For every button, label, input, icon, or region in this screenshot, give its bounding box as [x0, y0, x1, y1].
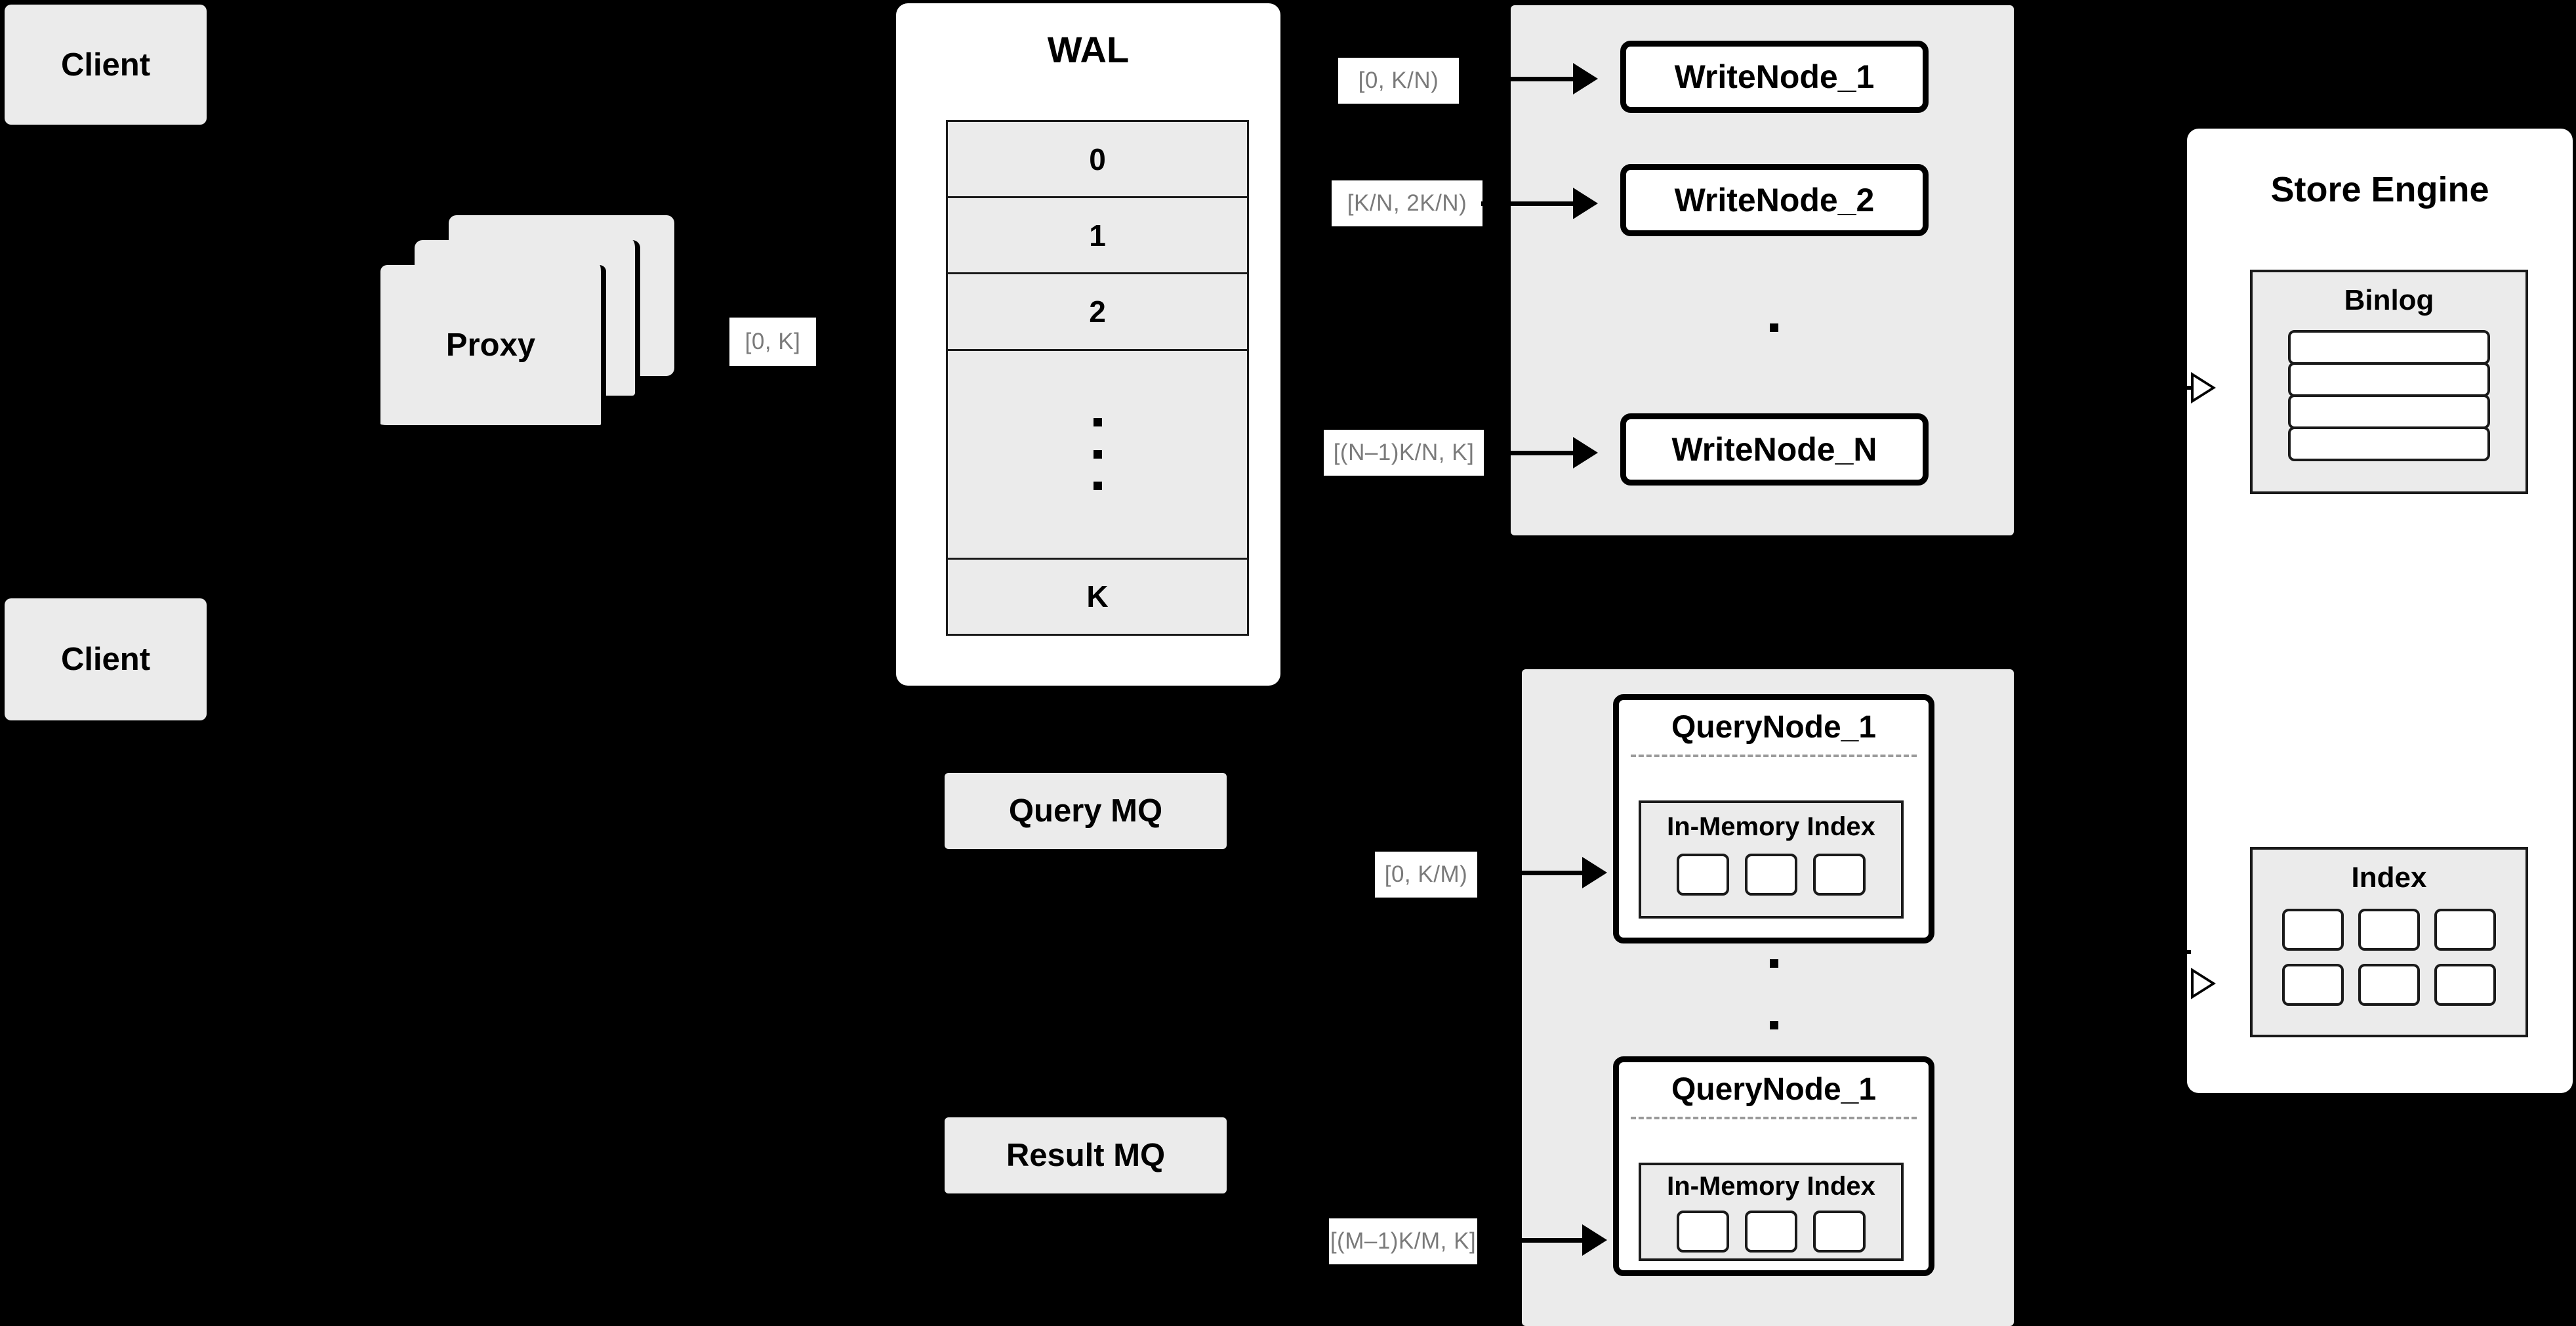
binlog-entry: [2288, 426, 2490, 461]
wal-row-value: 0: [1089, 142, 1106, 176]
range-label-write-node-2-text: [K/N, 2K/N): [1347, 190, 1467, 216]
arrow-head-write-node-1: [1573, 63, 1598, 94]
in-memory-index-title-2: In-Memory Index: [1667, 1172, 1875, 1201]
wal-row: K: [948, 560, 1247, 634]
binlog-entry: [2288, 362, 2490, 397]
wal-row: 1: [948, 198, 1247, 275]
query-mq-label: Query MQ: [1008, 793, 1163, 829]
range-label-write-node-n: [(N–1)K/N, K]: [1324, 430, 1484, 476]
index-slot: [1677, 1211, 1729, 1253]
range-label-query-node-m-text: [(M–1)K/M, K]: [1330, 1228, 1477, 1254]
range-label-write-node-n-text: [(N–1)K/N, K]: [1333, 440, 1475, 465]
arrow-head-query-node-1: [1582, 857, 1607, 888]
arrow-head-query-node-m: [1582, 1224, 1607, 1256]
write-node-label-2: WriteNode_2: [1674, 182, 1875, 218]
range-label-write-node-1: [0, K/N): [1338, 58, 1459, 104]
range-label-write-node-1-text: [0, K/N): [1358, 68, 1439, 93]
index-slot: [1677, 854, 1729, 896]
arrow-line-write-node-n: [1484, 451, 1573, 455]
proxy-box[interactable]: Proxy: [380, 265, 606, 430]
binlog-box: Binlog: [2250, 270, 2528, 494]
wal-row-value: 2: [1089, 295, 1106, 329]
wal-row-value: K: [1086, 579, 1109, 614]
wal-row: 0: [948, 122, 1247, 199]
write-node-label-1: WriteNode_1: [1674, 58, 1875, 95]
arrow-line-to-index: [2158, 950, 2191, 954]
write-node-card-n[interactable]: WriteNode_N: [1620, 413, 1929, 486]
in-memory-index-box-1: In-Memory Index: [1639, 800, 1904, 919]
query-node-label-2: QueryNode_1: [1671, 1072, 1877, 1107]
arrow-head-to-index: [2191, 968, 2216, 999]
wal-table: 0 1 2 K: [946, 120, 1249, 636]
arrow-head-write-node-n: [1573, 437, 1598, 468]
wal-title: WAL: [1047, 29, 1130, 70]
arrow-line-write-node-1: [1462, 77, 1573, 81]
arrow-head-write-node-2: [1573, 188, 1598, 219]
vertical-ellipsis-icon: [1093, 418, 1102, 491]
write-node-card-1[interactable]: WriteNode_1: [1620, 41, 1929, 113]
client-box-2[interactable]: Client: [5, 598, 207, 720]
range-label-write-node-2: [K/N, 2K/N): [1332, 180, 1482, 226]
result-mq-label: Result MQ: [1006, 1138, 1166, 1173]
query-node-label-1: QueryNode_1: [1671, 710, 1877, 745]
index-slot: [1745, 854, 1797, 896]
index-slot: [1745, 1211, 1797, 1253]
proxy-label: Proxy: [445, 327, 536, 363]
binlog-entry: [2288, 394, 2490, 429]
query-node-divider-2: [1631, 1117, 1917, 1119]
index-slot: [2434, 964, 2496, 1006]
index-slot: [2358, 964, 2420, 1006]
index-slot: [1813, 1211, 1866, 1253]
write-node-card-2[interactable]: WriteNode_2: [1620, 164, 1929, 236]
wal-panel: WAL 0 1 2 K: [896, 3, 1280, 686]
arrow-line-query-node-m: [1517, 1238, 1582, 1243]
index-title: Index: [2351, 861, 2427, 894]
query-mq-box[interactable]: Query MQ: [945, 773, 1227, 849]
client-label-2: Client: [60, 642, 151, 677]
client-label-1: Client: [60, 47, 151, 83]
range-label-proxy-to-wal: [0, K]: [729, 318, 816, 366]
client-box-1[interactable]: Client: [5, 5, 207, 125]
index-slot: [2282, 909, 2344, 951]
wal-row: 2: [948, 274, 1247, 351]
range-label-query-node-m: [(M–1)K/M, K]: [1329, 1218, 1477, 1264]
index-slot: [2434, 909, 2496, 951]
binlog-entry: [2288, 330, 2490, 365]
index-slot: [2358, 909, 2420, 951]
binlog-title: Binlog: [2344, 284, 2434, 316]
in-memory-index-title-1: In-Memory Index: [1667, 812, 1875, 841]
write-node-label-n: WriteNode_N: [1671, 431, 1877, 468]
index-slot: [1813, 854, 1866, 896]
index-box: Index: [2250, 847, 2528, 1037]
query-node-card-2[interactable]: QueryNode_1 In-Memory Index: [1613, 1056, 1934, 1276]
query-node-card-1[interactable]: QueryNode_1 In-Memory Index: [1613, 694, 1934, 943]
range-label-query-node-1-text: [0, K/M): [1384, 861, 1468, 887]
store-engine-panel: Store Engine Binlog Index: [2187, 129, 2573, 1093]
arrow-line-to-binlog: [2158, 386, 2191, 390]
wal-row-ellipsis: [948, 351, 1247, 560]
arrow-line-query-node-1: [1500, 871, 1582, 875]
query-node-divider-1: [1631, 755, 1917, 757]
result-mq-box[interactable]: Result MQ: [945, 1117, 1227, 1193]
index-slot: [2282, 964, 2344, 1006]
arrow-line-write-node-2: [1481, 201, 1573, 206]
range-label-query-node-1: [0, K/M): [1375, 852, 1477, 898]
in-memory-index-box-2: In-Memory Index: [1639, 1163, 1904, 1261]
store-engine-title: Store Engine: [2270, 170, 2489, 209]
wal-row-value: 1: [1089, 218, 1106, 253]
arrow-head-to-binlog: [2191, 372, 2216, 404]
range-label-proxy-to-wal-text: [0, K]: [745, 329, 801, 354]
